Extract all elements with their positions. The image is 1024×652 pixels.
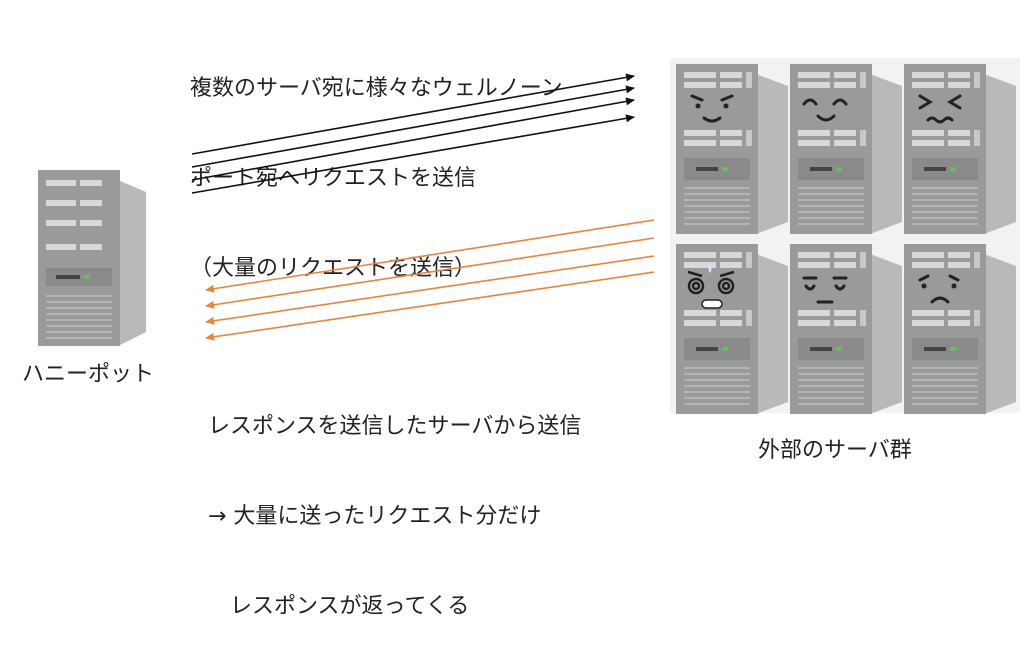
request-arrow: [191, 85, 635, 168]
request-text: 複数のサーバ宛に様々なウェルノーン ポート宛へリクエストを送信 （大量のリクエス…: [190, 14, 563, 314]
external-server-frustrated: [903, 63, 1017, 235]
response-arrows: [205, 219, 655, 341]
external-server-dizzy: [675, 243, 789, 415]
request-text-line2: ポート宛へリクエストを送信: [190, 166, 477, 191]
request-arrow: [191, 97, 635, 181]
request-arrow: [191, 114, 635, 194]
response-text-line1: レスポンスを送信したサーバから送信: [208, 414, 582, 439]
diagram-canvas: [38, 58, 1020, 415]
external-server-angry: [675, 63, 789, 235]
external-server-happy: [789, 63, 903, 235]
response-text-line3: レスポンスが返ってくる: [208, 594, 470, 619]
response-arrow: [205, 255, 655, 325]
honeypot-server-icon: [38, 170, 146, 346]
external-server-calm: [789, 243, 903, 415]
request-text-line1: 複数のサーバ宛に様々なウェルノーン: [190, 76, 563, 101]
response-arrow: [205, 219, 655, 293]
request-arrow: [191, 73, 635, 155]
external-server-worried: [903, 243, 1017, 415]
servers-label: 外部のサーバ群: [758, 438, 912, 463]
request-arrows: [191, 73, 635, 194]
request-text-line3: （大量のリクエストを送信）: [190, 256, 477, 281]
response-arrow: [205, 271, 655, 341]
honeypot-label: ハニーポット: [22, 362, 155, 387]
response-text-line2: → 大量に送ったリクエスト分だけ: [208, 504, 542, 529]
response-arrow: [205, 237, 655, 309]
